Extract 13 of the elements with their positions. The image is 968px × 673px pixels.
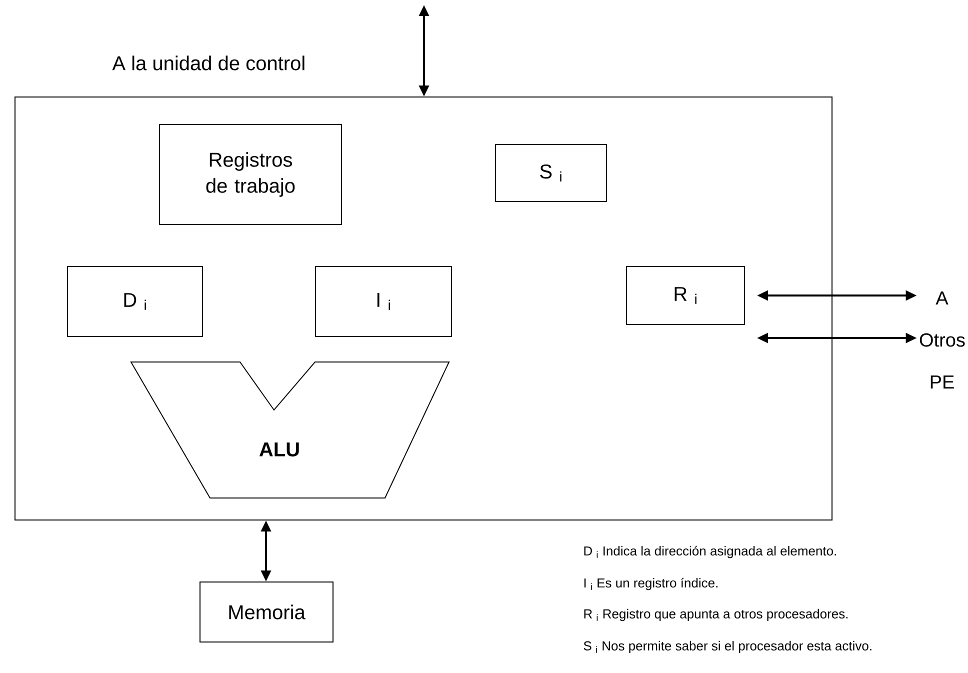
register-box: I $_{i}$ bbox=[315, 266, 452, 337]
register-box: Memoria bbox=[200, 582, 334, 642]
register-box: S $_{i}$ bbox=[495, 144, 607, 202]
legend-note: S $_{i}$ Nos permite saber si el procesador esta activo. bbox=[584, 640, 872, 654]
processor-box bbox=[14, 96, 832, 520]
register-box: R $_{i}$ bbox=[626, 266, 745, 325]
caption-text: A la unidad de control bbox=[112, 56, 304, 70]
register-box: D $_{i}$ bbox=[67, 266, 203, 337]
legend-note: I $_{i}$ Es un registro índice. bbox=[584, 578, 718, 590]
legend-note: D $_{i}$ Indica la dirección asignada al elemento. bbox=[584, 546, 836, 558]
node-label: A Otros PE bbox=[920, 291, 965, 389]
register-box: Registros de trabajo bbox=[159, 124, 342, 225]
legend-note: R $_{i}$ Registro que apunta a otros procesadores. bbox=[584, 608, 848, 622]
